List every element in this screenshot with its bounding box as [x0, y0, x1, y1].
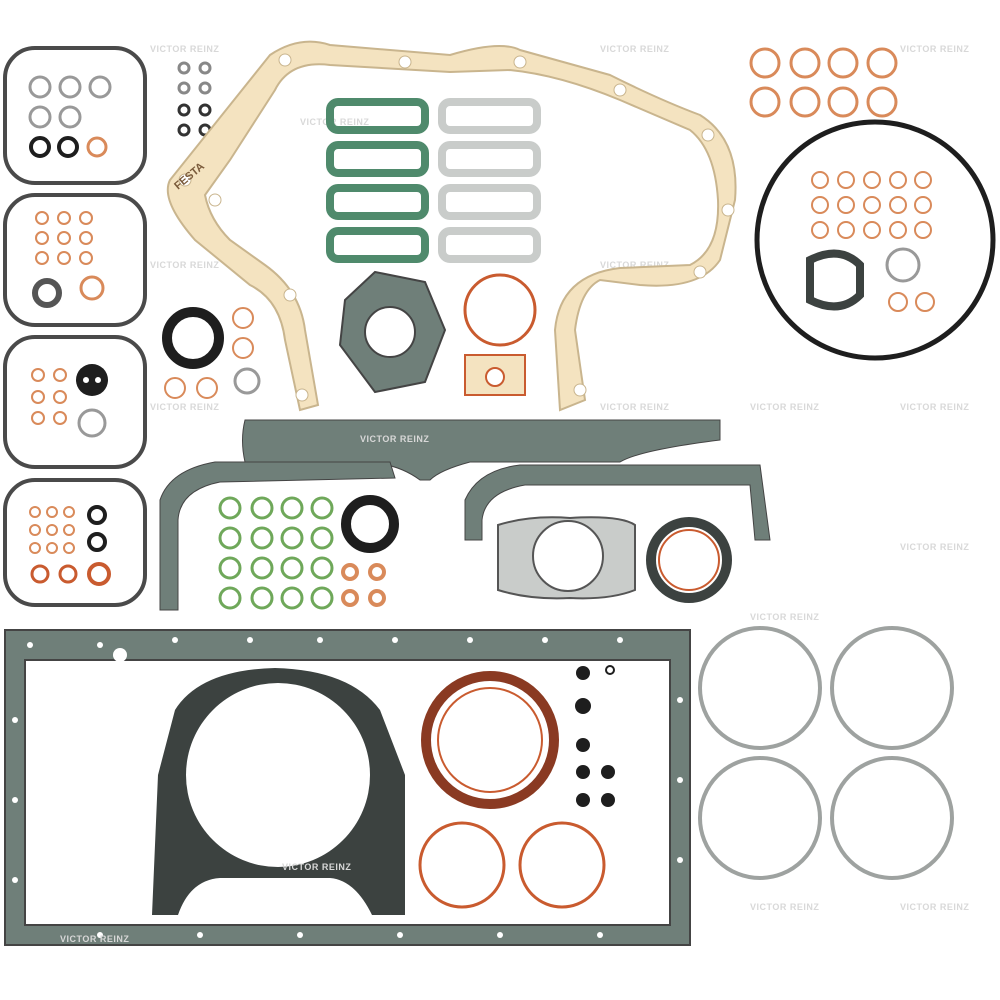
svg-text:VICTOR REINZ: VICTOR REINZ: [900, 902, 969, 912]
silver-manifold-gaskets: [438, 98, 541, 263]
left-column-gaskets: [3, 46, 147, 607]
svg-text:VICTOR REINZ: VICTOR REINZ: [750, 402, 819, 412]
paper-timing-cover-gasket: FESTA: [166, 40, 737, 412]
orange-o-ring-left: [418, 821, 506, 909]
copper-pairs-mid: [341, 563, 386, 607]
oil-pan-gasket: VICTOR REINZ: [4, 629, 691, 946]
svg-text:VICTOR REINZ: VICTOR REINZ: [600, 44, 669, 54]
small-gray-rings: [177, 61, 212, 137]
svg-text:VICTOR REINZ: VICTOR REINZ: [360, 434, 429, 444]
hexagonal-gasket: [338, 270, 447, 394]
svg-text:VICTOR REINZ: VICTOR REINZ: [150, 260, 219, 270]
crankshaft-front-seal: [421, 671, 559, 809]
large-black-o-ring: [754, 119, 996, 361]
top-right-copper-rings: [749, 47, 898, 118]
svg-text:VICTOR REINZ: VICTOR REINZ: [600, 402, 669, 412]
svg-text:VICTOR REINZ: VICTOR REINZ: [750, 612, 819, 622]
copper-rings-mid: [164, 307, 254, 399]
svg-text:VICTOR REINZ: VICTOR REINZ: [750, 902, 819, 912]
green-manifold-gaskets: [326, 98, 429, 263]
svg-text:VICTOR REINZ: VICTOR REINZ: [900, 402, 969, 412]
cylinder-liner-rings: [698, 626, 954, 880]
black-shaft-seal: [162, 307, 224, 369]
rear-main-seal: [646, 517, 732, 603]
svg-text:VICTOR REINZ: VICTOR REINZ: [900, 44, 969, 54]
upper-sump-gaskets: VICTOR REINZ: [159, 419, 771, 611]
orange-o-ring-right: [518, 821, 606, 909]
rear-cover-gasket: VICTOR REINZ: [152, 668, 405, 915]
svg-text:VICTOR REINZ: VICTOR REINZ: [900, 542, 969, 552]
black-seal-mid: [341, 495, 399, 553]
inner-copper-rings: [811, 171, 935, 312]
watermark-grid: VICTOR REINZ VICTOR REINZ VICTOR REINZ V…: [150, 44, 969, 912]
flange-gasket: [497, 516, 636, 600]
green-o-rings: [218, 496, 334, 610]
svg-text:VICTOR REINZ: VICTOR REINZ: [600, 260, 669, 270]
svg-text:VICTOR REINZ: VICTOR REINZ: [150, 44, 219, 54]
oil-filter-gasket: [806, 249, 864, 311]
svg-text:VICTOR REINZ: VICTOR REINZ: [300, 117, 369, 127]
svg-text:VICTOR REINZ: VICTOR REINZ: [282, 862, 351, 872]
orange-o-ring: [463, 273, 537, 347]
valve-stem-seals: [575, 666, 615, 807]
svg-text:VICTOR REINZ: VICTOR REINZ: [60, 934, 129, 944]
svg-text:VICTOR REINZ: VICTOR REINZ: [150, 402, 219, 412]
